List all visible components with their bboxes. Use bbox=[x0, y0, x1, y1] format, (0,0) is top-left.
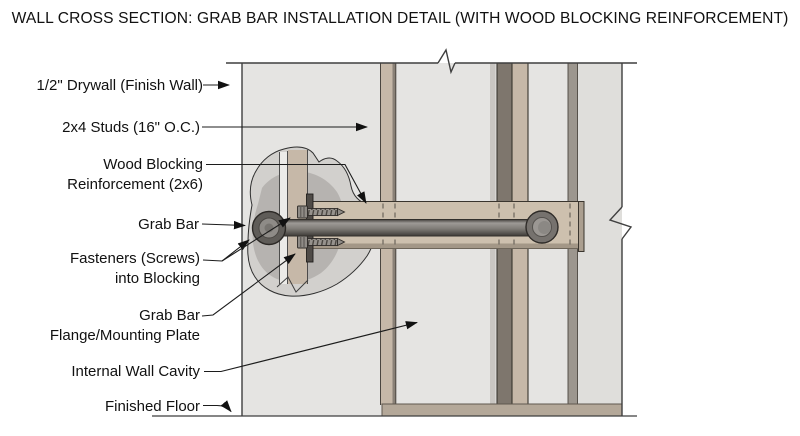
leader-grab-bar bbox=[201, 220, 246, 230]
label-flange-line1: Grab Bar bbox=[139, 307, 200, 324]
screw-upper bbox=[297, 205, 346, 219]
grab-bar bbox=[262, 219, 548, 237]
screw-lower bbox=[297, 235, 346, 249]
label-drywall: 1/2" Drywall (Finish Wall) bbox=[37, 77, 203, 94]
break-symbol-right bbox=[608, 206, 633, 240]
leader-floor bbox=[203, 400, 232, 413]
label-blocking-line2: Reinforcement (2x6) bbox=[67, 176, 203, 193]
label-flange-line2: Flange/Mounting Plate bbox=[50, 327, 200, 344]
bottom-plate bbox=[381, 403, 623, 417]
wall-panel-right-section bbox=[578, 63, 622, 416]
break-symbol-top bbox=[437, 48, 456, 75]
label-fasteners-line2: into Blocking bbox=[115, 270, 200, 287]
label-floor: Finished Floor bbox=[105, 398, 200, 415]
leader-cavity bbox=[204, 321, 418, 373]
label-cavity: Internal Wall Cavity bbox=[71, 363, 200, 380]
leader-blocking bbox=[206, 163, 367, 204]
grab-bar-left-flange bbox=[251, 210, 287, 246]
diagram-title: WALL CROSS SECTION: GRAB BAR INSTALLATIO… bbox=[12, 10, 789, 27]
leader-lines bbox=[201, 80, 418, 413]
leader-flange bbox=[201, 253, 296, 317]
label-blocking-line1: Wood Blocking bbox=[103, 156, 203, 173]
label-grab-bar: Grab Bar bbox=[138, 216, 199, 233]
grab-bar-right-flange bbox=[525, 210, 559, 244]
label-fasteners-line1: Fasteners (Screws) bbox=[70, 250, 200, 267]
blocking-end-face bbox=[578, 201, 585, 252]
break-symbol-cutaway bbox=[276, 276, 309, 293]
leader-fasteners-2 bbox=[221, 217, 291, 262]
callout-labels: 1/2" Drywall (Finish Wall) 2x4 Studs (16… bbox=[37, 77, 203, 415]
label-studs: 2x4 Studs (16" O.C.) bbox=[62, 119, 200, 136]
